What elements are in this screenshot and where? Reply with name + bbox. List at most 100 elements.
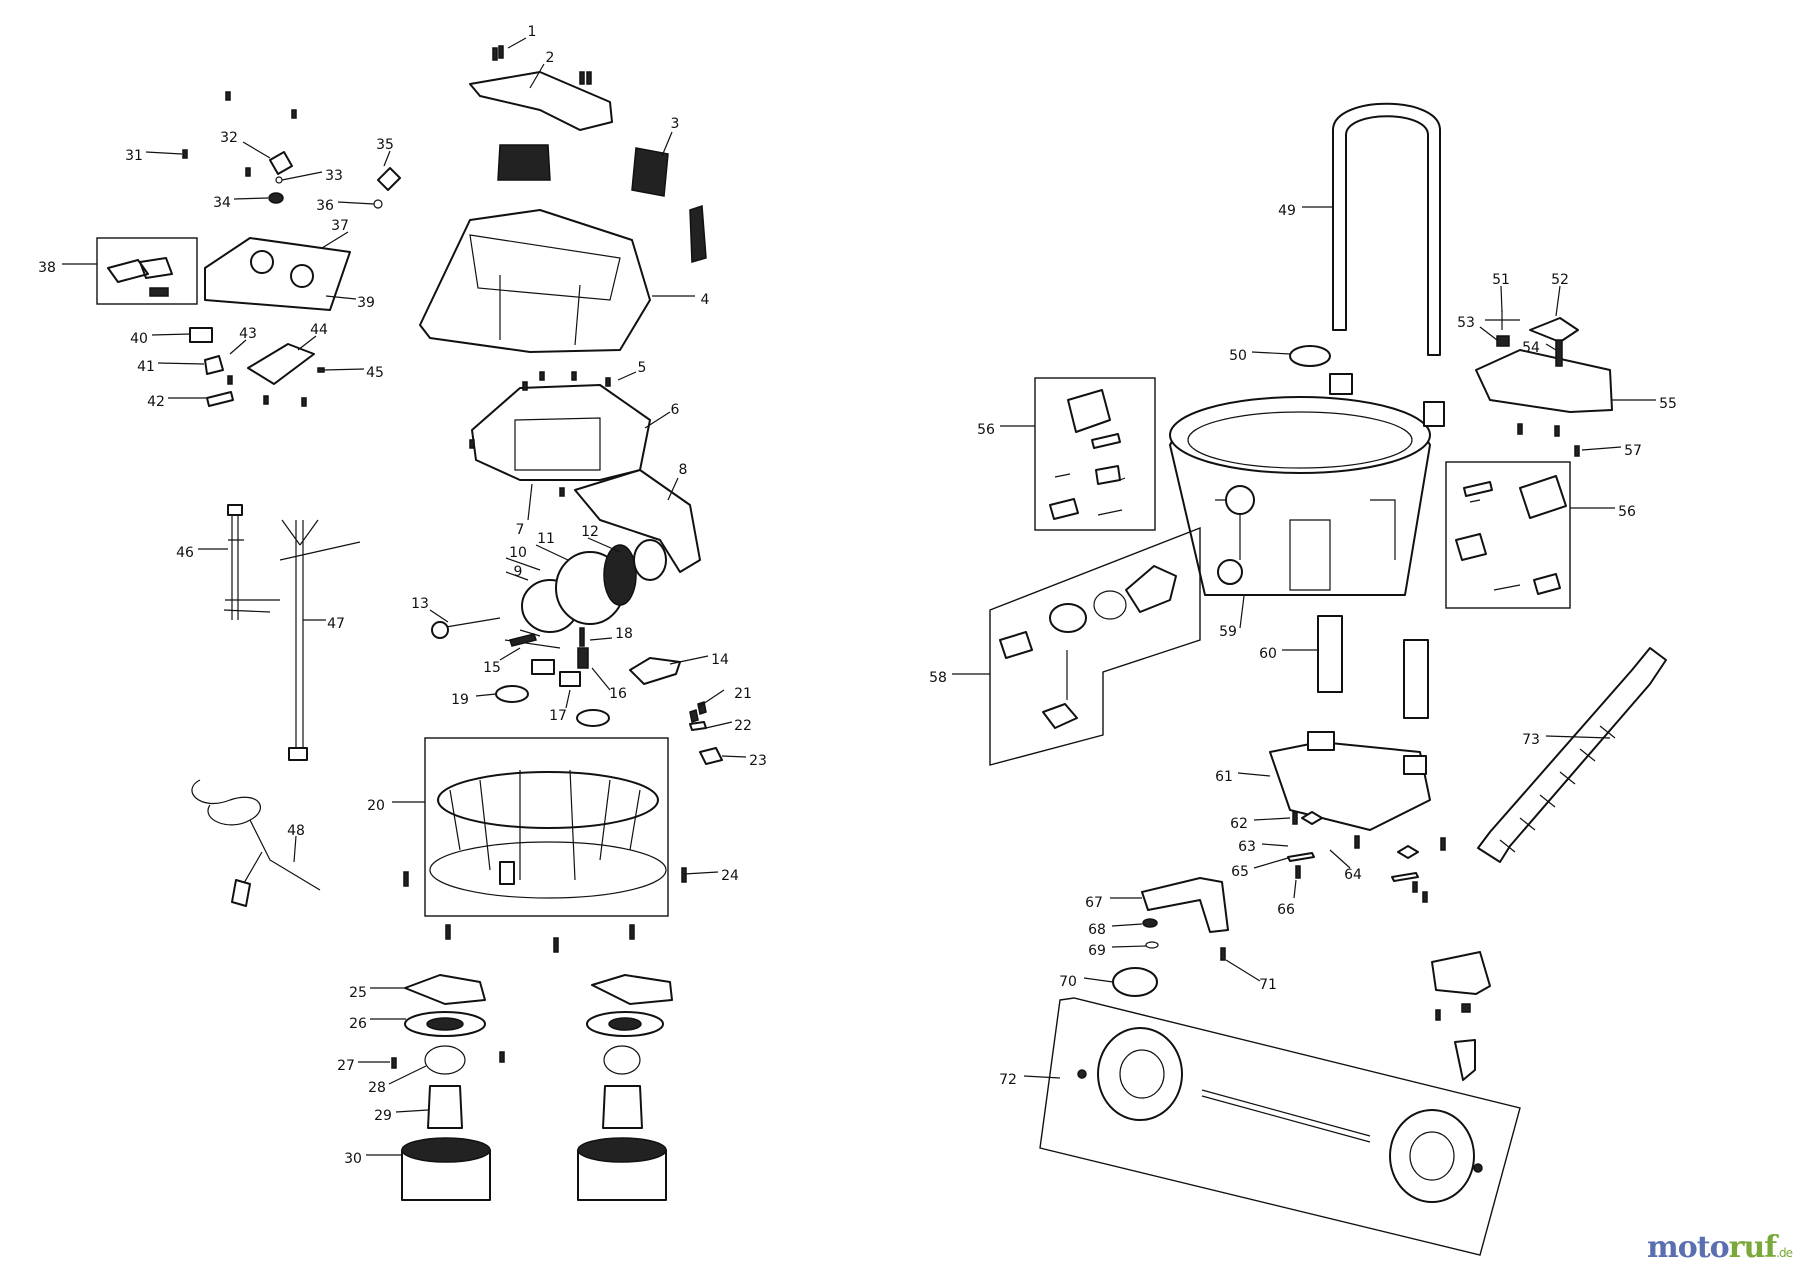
- part-label-49: 49: [1278, 203, 1296, 219]
- clip-42: [206, 391, 234, 407]
- knob-32: [269, 151, 293, 175]
- latch-pins-left: [1054, 473, 1126, 516]
- part-label-73: 73: [1522, 732, 1540, 748]
- inlet-58: [1125, 565, 1177, 613]
- latch-kit-box-left: [1034, 377, 1156, 531]
- spring-15: [509, 633, 537, 647]
- axle: [1201, 1089, 1371, 1143]
- tank-post-right: [1423, 401, 1445, 427]
- gasket-ring-20: [429, 841, 667, 899]
- motor-cover-window: [514, 417, 601, 471]
- filter-group-left: [391, 974, 505, 1201]
- part-label-2: 2: [546, 50, 555, 66]
- separator-float: [499, 861, 515, 885]
- tube-60a: [1317, 615, 1343, 693]
- screw-27: [391, 1057, 397, 1069]
- part-label-21: 21: [734, 686, 752, 702]
- base-port-61b: [1403, 755, 1427, 775]
- gasket-25: [404, 974, 486, 1005]
- base-screws: [1292, 811, 1446, 903]
- part-label-62: 62: [1230, 816, 1248, 832]
- latch-pins-right: [1469, 499, 1521, 591]
- part-label-14: 14: [711, 652, 729, 668]
- part-label-60: 60: [1259, 646, 1277, 662]
- part-label-10: 10: [509, 545, 527, 561]
- hose-ribs: [1499, 725, 1616, 853]
- part-label-56: 56: [977, 422, 995, 438]
- valve-58: [1042, 703, 1078, 729]
- bearing-12: [633, 539, 667, 581]
- castor-wheel-70: [1112, 967, 1158, 997]
- part-label-24: 24: [721, 868, 739, 884]
- o-ring-36: [373, 199, 383, 209]
- clip-22: [689, 721, 707, 731]
- latch-base-left: [1049, 498, 1079, 520]
- spring-16: [577, 647, 589, 669]
- nozzle-kit-box-58: [989, 526, 1201, 766]
- bushing-19b: [576, 709, 610, 727]
- part-label-63: 63: [1238, 839, 1256, 855]
- part-label-47: 47: [327, 616, 345, 632]
- filter-holder-hub: [426, 1017, 464, 1031]
- part-label-44: 44: [310, 322, 328, 338]
- switch-40: [189, 327, 213, 343]
- filter-holder-hub-b: [608, 1017, 642, 1031]
- latch-base-right: [1533, 573, 1561, 595]
- latch-50: [1289, 345, 1331, 367]
- axle-cap-right: [1473, 1163, 1483, 1173]
- part-label-9: 9: [514, 564, 523, 580]
- part-label-58: 58: [929, 670, 947, 686]
- switch-41: [204, 355, 224, 375]
- plate-65b: [1391, 872, 1419, 882]
- part-label-61: 61: [1215, 769, 1233, 785]
- separator-box: [424, 737, 669, 917]
- plate-65: [1287, 852, 1315, 862]
- tube-60b: [1403, 639, 1429, 719]
- part-label-30: 30: [344, 1151, 362, 1167]
- motor-armature-11: [603, 544, 637, 606]
- latch-plate-left: [1091, 433, 1121, 449]
- castor-right: [1454, 1039, 1476, 1081]
- power-plug: [231, 879, 251, 907]
- base-port-61: [1307, 731, 1335, 751]
- part-label-48: 48: [287, 823, 305, 839]
- screw-27b: [499, 1051, 505, 1063]
- o-ring-33: [275, 176, 283, 184]
- part-label-36: 36: [316, 198, 334, 214]
- wheel-kit-box-72: [1039, 997, 1521, 1256]
- wheel-left-hub: [1119, 1049, 1165, 1099]
- part-label-11: 11: [537, 531, 555, 547]
- wheel-right-hub: [1409, 1131, 1455, 1181]
- side-trim: [689, 204, 707, 263]
- part-label-16: 16: [609, 686, 627, 702]
- part-label-52: 52: [1551, 272, 1569, 288]
- nut-64: [1301, 811, 1323, 825]
- part-label-51: 51: [1492, 272, 1510, 288]
- push-handle-49: [1332, 102, 1441, 356]
- part-label-59: 59: [1219, 624, 1237, 640]
- latch-52: [1529, 317, 1579, 343]
- cartridge-top: [401, 1137, 491, 1163]
- carry-handle-2: [469, 71, 613, 131]
- part-label-46: 46: [176, 545, 194, 561]
- part-label-12: 12: [581, 524, 599, 540]
- part-label-28: 28: [368, 1080, 386, 1096]
- part-label-35: 35: [376, 137, 394, 153]
- part-label-67: 67: [1085, 895, 1103, 911]
- wheel-left: [1097, 1027, 1183, 1121]
- spring-54: [1555, 339, 1563, 367]
- castor-bracket-67: [1141, 877, 1229, 933]
- part-label-39: 39: [357, 295, 375, 311]
- watermark-brand-a: moto: [1647, 1230, 1730, 1265]
- motor-cover-6: [471, 384, 651, 481]
- part-label-32: 32: [220, 130, 238, 146]
- air-duct-8: [574, 469, 701, 573]
- circuit-board-44: [247, 343, 315, 385]
- part-label-23: 23: [749, 753, 767, 769]
- part-label-66: 66: [1277, 902, 1295, 918]
- nut-64b: [1397, 845, 1419, 859]
- seal-28: [424, 1045, 466, 1075]
- wire-harness-47: [279, 519, 361, 748]
